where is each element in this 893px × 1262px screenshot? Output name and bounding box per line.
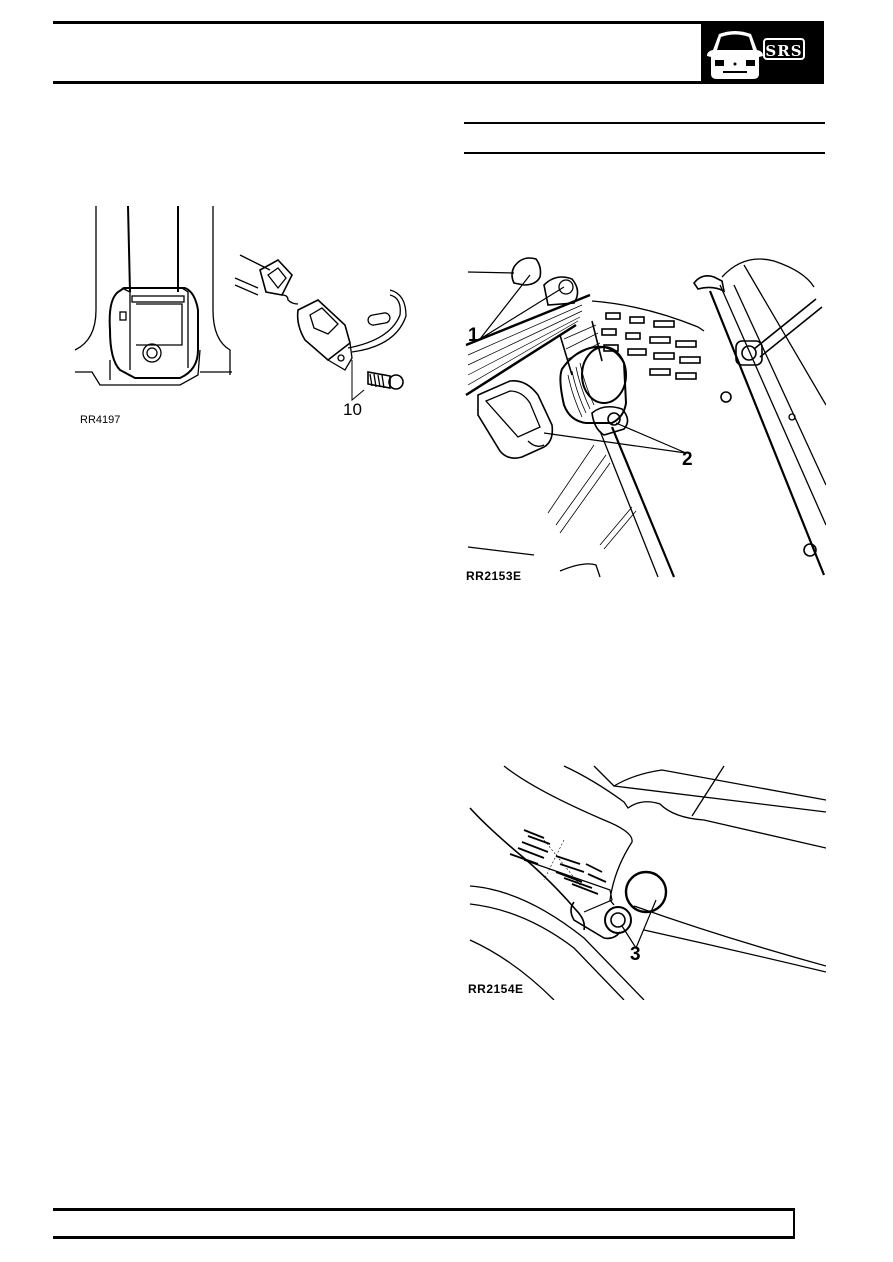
header-top-rule (53, 21, 824, 24)
seat-belt-buckle-illustration (74, 205, 407, 402)
srs-car-icon (707, 31, 763, 79)
figure-rr4197: 10 RR4197 (60, 200, 440, 430)
header-bottom-rule (53, 81, 824, 84)
page-footer-box (53, 1208, 795, 1239)
figure-code-rr2154e: RR2154E (468, 982, 524, 996)
callout-1: 1 (468, 325, 479, 346)
srs-section-badge: SRS (701, 22, 824, 84)
callout-2: 2 (682, 449, 693, 470)
srs-label: SRS (763, 38, 805, 60)
section-heading-rule-bottom (464, 152, 825, 154)
figure-code-rr4197: RR4197 (80, 414, 121, 426)
figure-code-rr2153e: RR2153E (466, 569, 522, 583)
figure-rr2154e: 3 RR2154E (464, 760, 826, 1000)
callout-10: 10 (343, 400, 362, 419)
callout-3: 3 (630, 944, 641, 965)
section-heading-rule-top (464, 122, 825, 124)
seat-belt-retractor-illustration (465, 257, 826, 578)
figure-rr2153e: 1 2 RR2153E (464, 245, 826, 585)
seat-belt-anchor-illustration (469, 765, 826, 1000)
